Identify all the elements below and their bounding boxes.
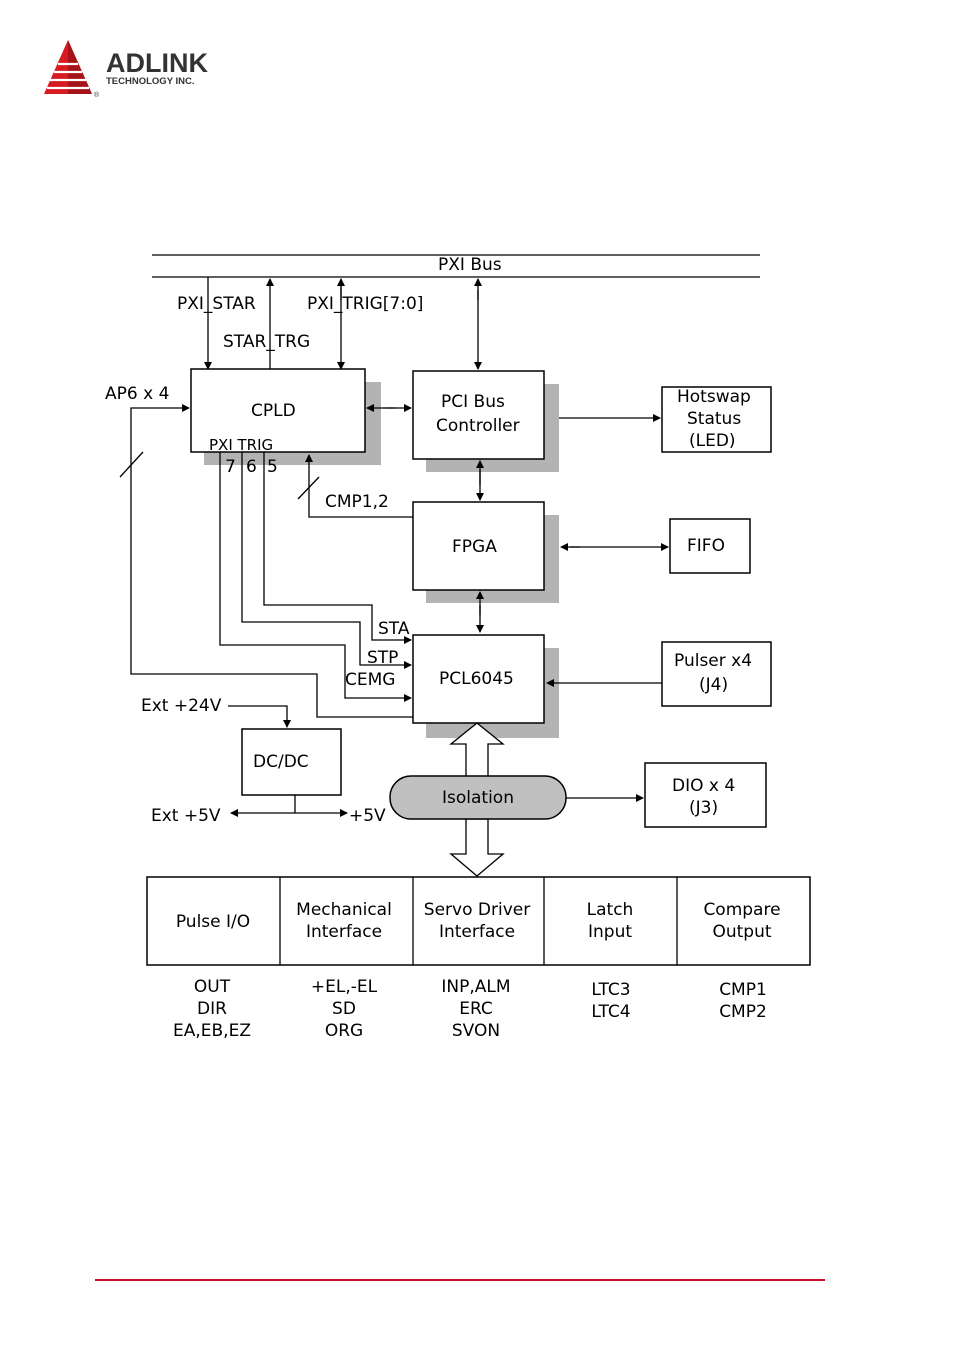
brand-subtitle: TECHNOLOGY INC. — [106, 76, 195, 87]
pxi-trig-label: PXI TRIG — [209, 436, 273, 454]
footer-rule — [95, 1279, 825, 1281]
ap6-line — [130, 404, 413, 718]
isolation-io-hollow-arrow — [449, 818, 505, 877]
cemg-label: CEMG — [345, 670, 395, 690]
pci-label-line1: PCI Bus — [441, 392, 505, 412]
sta-line — [263, 452, 412, 644]
ap6-bus-slash — [119, 451, 144, 478]
cell-compare-line1: Compare — [703, 900, 780, 920]
logo-pyramid-icon — [44, 40, 92, 94]
cell-latch-line2: Input — [588, 922, 632, 942]
sig-compare-2: CMP2 — [719, 1002, 767, 1022]
isolation-label: Isolation — [442, 788, 514, 808]
sig-pulse-3: EA,EB,EZ — [173, 1021, 251, 1041]
dio-label-line2: (J3) — [689, 798, 718, 818]
cell-compare-line2: Output — [712, 922, 771, 942]
sig-mech-1: +EL,-EL — [311, 977, 378, 997]
trig-6-label: 6 — [246, 457, 257, 477]
pcl-label: PCL6045 — [439, 669, 514, 689]
cmp12-bus-slash — [297, 476, 320, 500]
trig-5-label: 5 — [267, 457, 278, 477]
adlink-logo: ADLINK TECHNOLOGY INC. ® — [44, 40, 208, 99]
dio-label-line1: DIO x 4 — [672, 776, 735, 796]
sig-latch-1: LTC3 — [591, 980, 630, 1000]
dio-box — [644, 762, 767, 828]
dcdc-box — [241, 728, 342, 796]
pulser-label-line1: Pulser x4 — [674, 651, 752, 671]
sig-latch-2: LTC4 — [591, 1002, 630, 1022]
pulser-label-line2: (J4) — [699, 675, 728, 695]
sig-compare-1: CMP1 — [719, 980, 767, 1000]
sig-pulse-2: DIR — [197, 999, 227, 1019]
fpga-box — [412, 501, 545, 591]
registered-mark: ® — [94, 91, 100, 99]
pci-label-line2: Controller — [436, 416, 520, 436]
ap6-label: AP6 x 4 — [105, 384, 169, 404]
sig-servo-2: ERC — [459, 999, 493, 1019]
hotswap-box — [661, 386, 772, 453]
fpga-label: FPGA — [452, 537, 497, 557]
star-trg-label: STAR_TRG — [223, 332, 310, 352]
pxi-bus-label: PXI Bus — [438, 255, 502, 275]
cmp12-label: CMP1,2 — [325, 492, 389, 512]
sig-pulse-1: OUT — [194, 977, 231, 997]
ext24-label: Ext +24V — [141, 696, 222, 716]
plus5-label: +5V — [349, 806, 386, 826]
brand-name: ADLINK — [106, 48, 208, 78]
cemg-line — [219, 452, 412, 702]
cell-mechanical-line1: Mechanical — [296, 900, 392, 920]
cell-servo-line1: Servo Driver — [424, 900, 530, 920]
sta-label: STA — [378, 619, 410, 639]
stp-label: STP — [367, 648, 398, 668]
pci-box — [412, 370, 545, 460]
sig-servo-1: INP,ALM — [441, 977, 510, 997]
hotswap-label-line1: Hotswap — [677, 387, 751, 407]
pxi-star-label: PXI_STAR — [177, 294, 256, 314]
hotswap-label-line2: Status — [687, 409, 741, 429]
ext24-line — [228, 705, 291, 728]
fifo-label: FIFO — [687, 536, 725, 556]
pcl-box — [412, 634, 545, 724]
cell-mechanical-line2: Interface — [306, 922, 382, 942]
cpld-label: CPLD — [251, 401, 296, 421]
sig-servo-3: SVON — [452, 1021, 500, 1041]
trig-7-label: 7 — [225, 457, 236, 477]
cpld-box — [190, 368, 366, 453]
io-table-border — [146, 876, 811, 966]
pxi-trig-bus-label: PXI_TRIG[7:0] — [307, 294, 423, 314]
fifo-box — [669, 518, 751, 574]
hotswap-label-line3: (LED) — [689, 431, 736, 451]
sig-mech-2: SD — [332, 999, 356, 1019]
cell-servo-line2: Interface — [439, 922, 515, 942]
sig-mech-3: ORG — [325, 1021, 363, 1041]
stp-line — [241, 452, 412, 669]
cmp12-line — [305, 454, 413, 518]
ext5-label: Ext +5V — [151, 806, 221, 826]
cell-pulse-io: Pulse I/O — [176, 912, 250, 932]
io-table: Pulse I/O Mechanical Interface Servo Dri… — [146, 876, 811, 966]
pulser-box — [661, 641, 772, 707]
dcdc-label: DC/DC — [253, 752, 309, 772]
cell-latch-line1: Latch — [587, 900, 634, 920]
